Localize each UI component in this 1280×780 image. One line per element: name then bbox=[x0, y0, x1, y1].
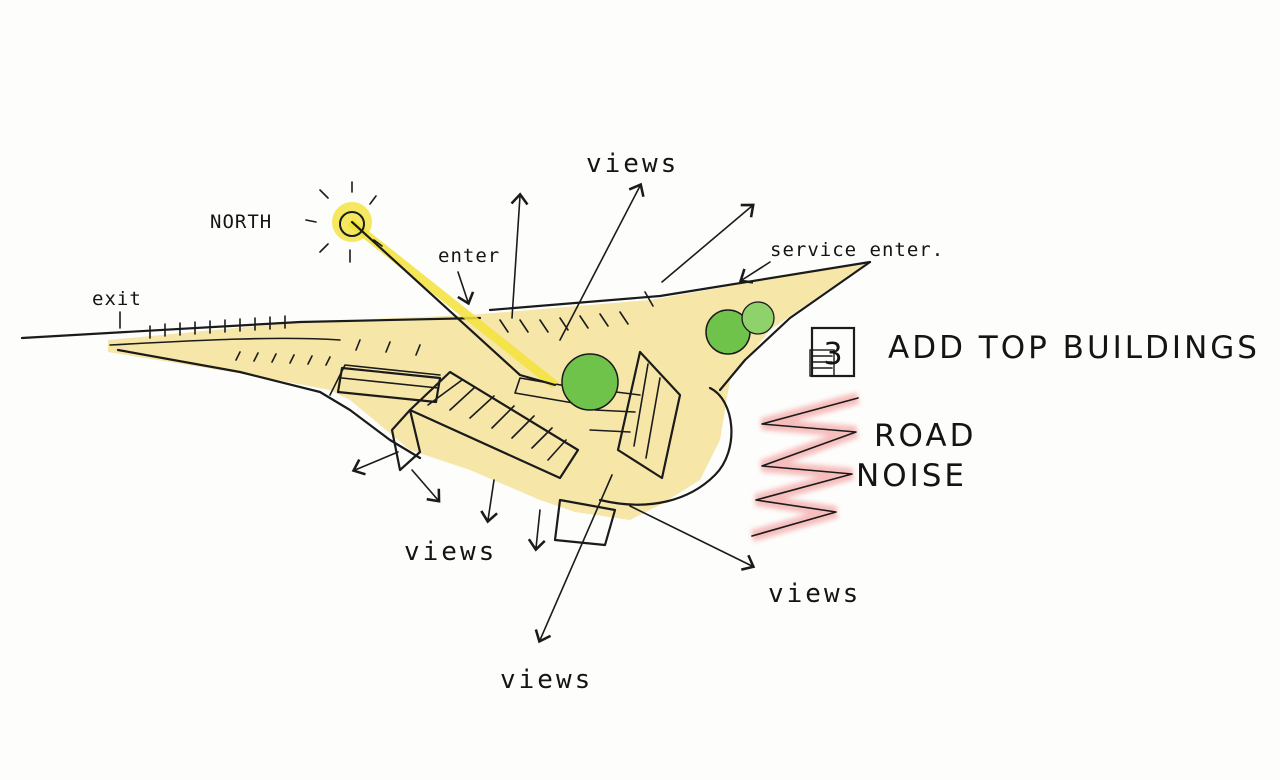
exit-label: exit bbox=[92, 288, 142, 310]
views-label: views bbox=[768, 579, 861, 609]
views-label: views bbox=[500, 665, 593, 695]
north-label: NORTH bbox=[210, 211, 272, 233]
zigzag-noise-icon bbox=[752, 398, 858, 536]
tree-icon bbox=[562, 354, 618, 410]
step-number: 3 bbox=[823, 337, 842, 372]
road-noise-label-line1: ROAD bbox=[874, 418, 976, 454]
views-label: views bbox=[586, 149, 679, 179]
enter-label: enter bbox=[438, 245, 500, 267]
service-enter-label: service enter. bbox=[770, 239, 944, 261]
add-top-buildings-label: ADD TOP BUILDINGS bbox=[888, 330, 1260, 366]
views-label: views bbox=[404, 537, 497, 567]
site-area bbox=[108, 262, 868, 520]
road-noise-label-line2: NOISE bbox=[856, 458, 967, 494]
